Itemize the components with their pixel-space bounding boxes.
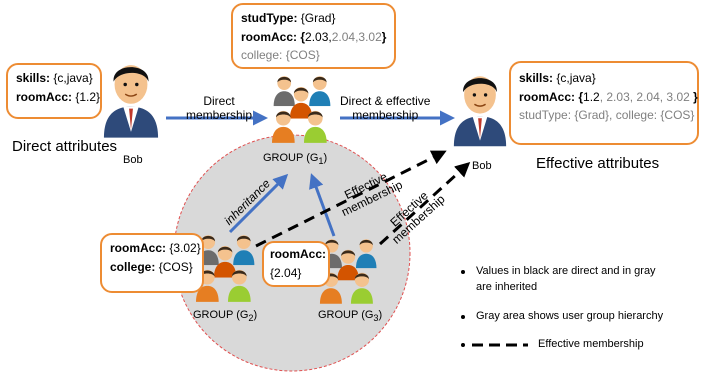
legend-bullet-2 <box>461 315 465 319</box>
group1-college-row: college: {COS} <box>241 48 320 63</box>
group1-label: GROUP (G1) <box>263 152 328 167</box>
inheritance-arrow-g3 <box>309 173 336 237</box>
legend-item-2: Gray area shows user group hierarchy <box>476 310 664 322</box>
effective-membership-arrow-g3 <box>378 161 471 246</box>
group2-college-row: college: {COS} <box>110 259 193 274</box>
direct-attributes-caption: Direct attributes <box>12 138 118 155</box>
bob-effective-name: Bob <box>472 160 492 172</box>
bob-direct-icon <box>103 64 159 138</box>
group3-roomacc-key: roomAcc: <box>270 247 327 261</box>
group1-studtype-row: studType: {Grad} <box>241 11 336 25</box>
group3-label: GROUP (G3) <box>318 309 383 324</box>
bob-effective-attributes-box: skills: {c,java} roomAcc: {1.2, 2.03, 2.… <box>509 61 699 145</box>
group1-roomacc-row: roomAcc: {2.03,2.04,3.02} <box>241 29 387 44</box>
bob-effective-roomacc-row: roomAcc: {1.2, 2.03, 2.04, 3.02 } <box>519 89 698 104</box>
group2-attributes-box: roomAcc: {3.02} college: {COS} <box>100 233 204 293</box>
group2-label: GROUP (G2) <box>193 309 258 324</box>
group3-roomacc-value: {2.04} <box>270 265 302 280</box>
legend-item-1: Values in black are direct and in gray a… <box>476 265 656 293</box>
bob-effective-skills-row: skills: {c,java} <box>519 71 596 85</box>
legend-bullet-3 <box>461 343 465 347</box>
direct-membership-label: Direct membership <box>186 94 253 123</box>
group1-icon <box>272 76 330 143</box>
group1-attributes-box: studType: {Grad} roomAcc: {2.03,2.04,3.0… <box>231 3 396 69</box>
group2-roomacc-row: roomAcc: {3.02} <box>110 241 201 255</box>
inheritance-arrow-g2 <box>228 173 289 234</box>
bob-direct-attributes-box: skills: {c,java} roomAcc: {1.2} <box>6 63 102 119</box>
bob-effective-studtype-row: studType: {Grad}, college: {COS} <box>519 108 695 123</box>
bob-direct-skills-row: skills: {c,java} <box>16 71 93 85</box>
bob-effective-icon <box>453 75 507 147</box>
bob-direct-roomacc-row: roomAcc: {1.2} <box>16 89 101 104</box>
effective-attributes-caption: Effective attributes <box>536 155 660 172</box>
legend-bullet-1 <box>461 270 465 274</box>
legend-item-3: Effective membership <box>538 338 644 350</box>
direct-effective-membership-label: Direct & effective membership <box>340 94 431 123</box>
group3-attributes-box: roomAcc: {2.04} <box>262 241 330 287</box>
bob-direct-name: Bob <box>123 154 143 166</box>
